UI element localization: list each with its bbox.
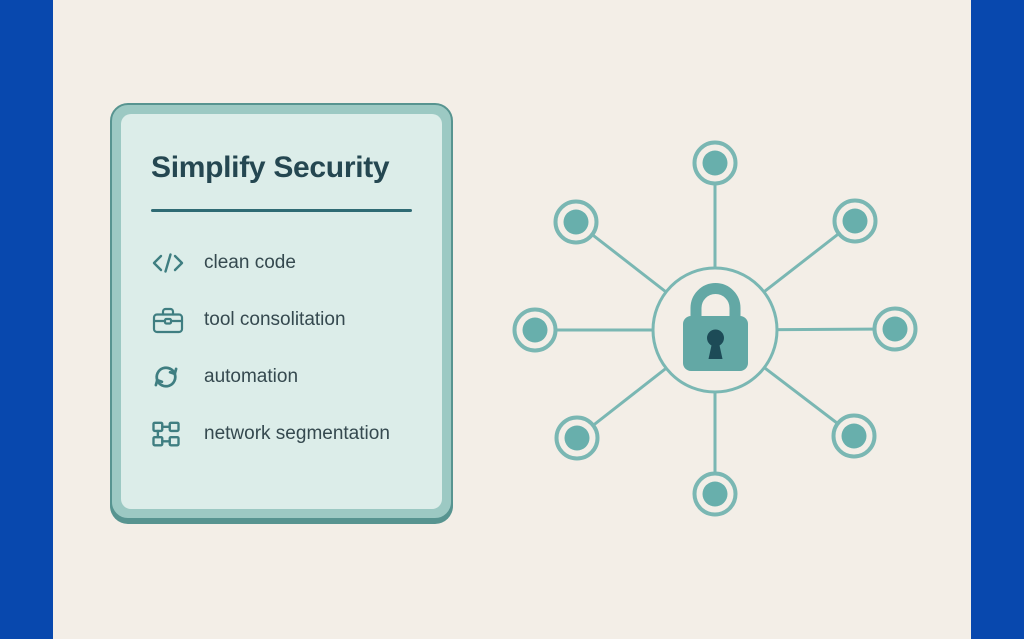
- network-node: [512, 307, 558, 353]
- network-node: [692, 471, 738, 517]
- left-blue-frame: [0, 0, 53, 639]
- sync-icon: [151, 361, 187, 393]
- network-node: [832, 198, 878, 244]
- title-divider: [151, 209, 412, 212]
- network-node: [831, 413, 877, 459]
- security-items-list: clean code tool consolitation: [151, 234, 412, 462]
- network-node: [692, 140, 738, 186]
- card-title: Simplify Security: [151, 151, 390, 184]
- list-item-tool-consolidation: tool consolitation: [151, 291, 412, 348]
- network-node: [872, 306, 918, 352]
- list-item-clean-code: clean code: [151, 234, 412, 291]
- item-label: network segmentation: [204, 422, 390, 444]
- item-label: clean code: [204, 251, 296, 273]
- item-label: tool consolitation: [204, 308, 346, 330]
- network-nodes: [512, 140, 918, 517]
- security-card-panel: Simplify Security clean code: [121, 114, 442, 509]
- right-blue-frame: [971, 0, 1024, 639]
- network-node: [554, 415, 600, 461]
- lock-icon: [683, 283, 748, 371]
- code-icon: [151, 247, 187, 279]
- network-node: [553, 199, 599, 245]
- network-grid-icon: [151, 418, 187, 450]
- list-item-network-segmentation: network segmentation: [151, 405, 412, 462]
- briefcase-icon: [151, 304, 187, 336]
- item-label: automation: [204, 365, 299, 387]
- security-card: Simplify Security clean code: [110, 103, 453, 520]
- list-item-automation: automation: [151, 348, 412, 405]
